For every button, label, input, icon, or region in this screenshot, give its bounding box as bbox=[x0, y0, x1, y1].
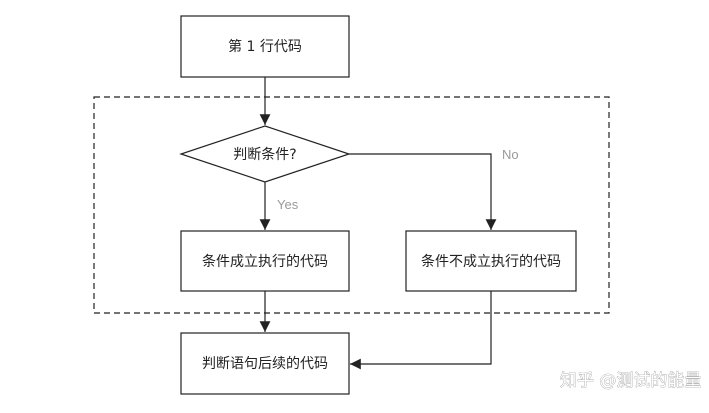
edge-false-to-after bbox=[350, 291, 492, 370]
edge-condition-to-false bbox=[349, 153, 497, 230]
node-false-branch-label: 条件不成立执行的代码 bbox=[421, 253, 561, 270]
node-after-label: 判断语句后续的代码 bbox=[202, 355, 328, 372]
node-line1-label: 第 1 行代码 bbox=[228, 38, 302, 55]
node-condition-label: 判断条件? bbox=[233, 146, 296, 163]
node-true-branch-label: 条件成立执行的代码 bbox=[202, 253, 328, 270]
node-after: 判断语句后续的代码 bbox=[180, 332, 350, 395]
edge-label-yes: Yes bbox=[277, 197, 299, 212]
condition-group-dashed-region bbox=[93, 96, 610, 314]
node-true-branch: 条件成立执行的代码 bbox=[180, 230, 350, 292]
watermark-text: 知乎 @测试的能量 bbox=[560, 371, 701, 391]
node-false-branch: 条件不成立执行的代码 bbox=[405, 230, 577, 292]
edge-label-no: No bbox=[502, 147, 519, 162]
node-line1: 第 1 行代码 bbox=[180, 15, 350, 78]
node-condition: 判断条件? bbox=[179, 125, 351, 183]
